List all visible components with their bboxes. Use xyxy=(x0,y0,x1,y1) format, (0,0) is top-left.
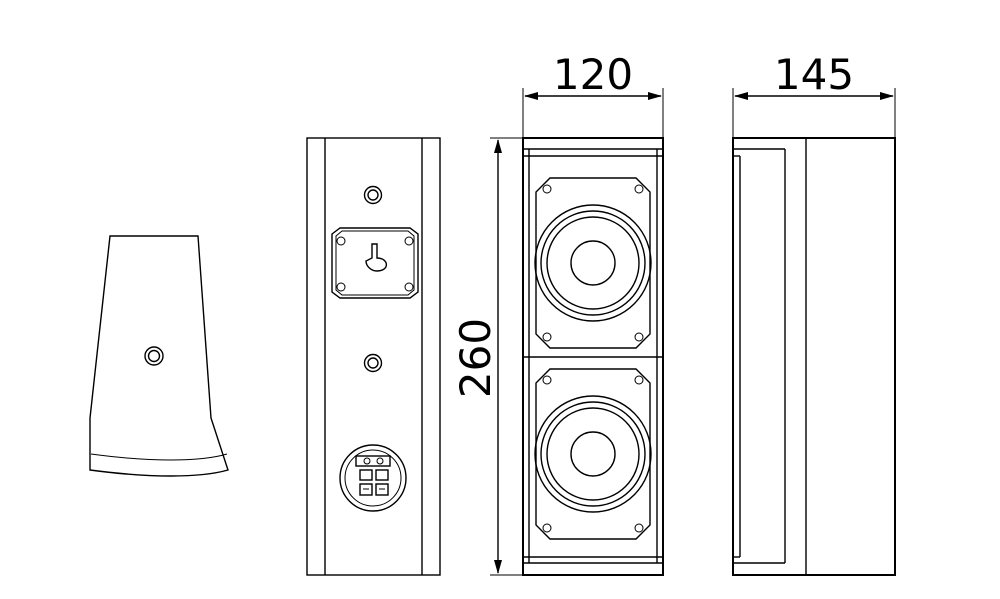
side-view xyxy=(732,137,896,576)
back-upper-screw-icon xyxy=(363,185,383,205)
width-dimension: 120 xyxy=(522,50,664,138)
depth-label: 145 xyxy=(774,50,854,99)
width-label: 120 xyxy=(553,50,633,99)
upper-woofer xyxy=(534,177,652,349)
back-view xyxy=(306,137,441,576)
height-label: 260 xyxy=(451,318,500,398)
top-mount-screw-icon xyxy=(144,346,164,366)
top-view xyxy=(89,235,229,477)
back-lower-screw-icon xyxy=(363,353,383,373)
terminal-cup xyxy=(339,444,407,512)
lower-woofer xyxy=(534,368,652,540)
front-view xyxy=(522,137,664,576)
keyhole-wall-bracket xyxy=(331,227,419,299)
height-dimension: 260 xyxy=(451,137,523,576)
depth-dimension: 145 xyxy=(732,50,896,138)
